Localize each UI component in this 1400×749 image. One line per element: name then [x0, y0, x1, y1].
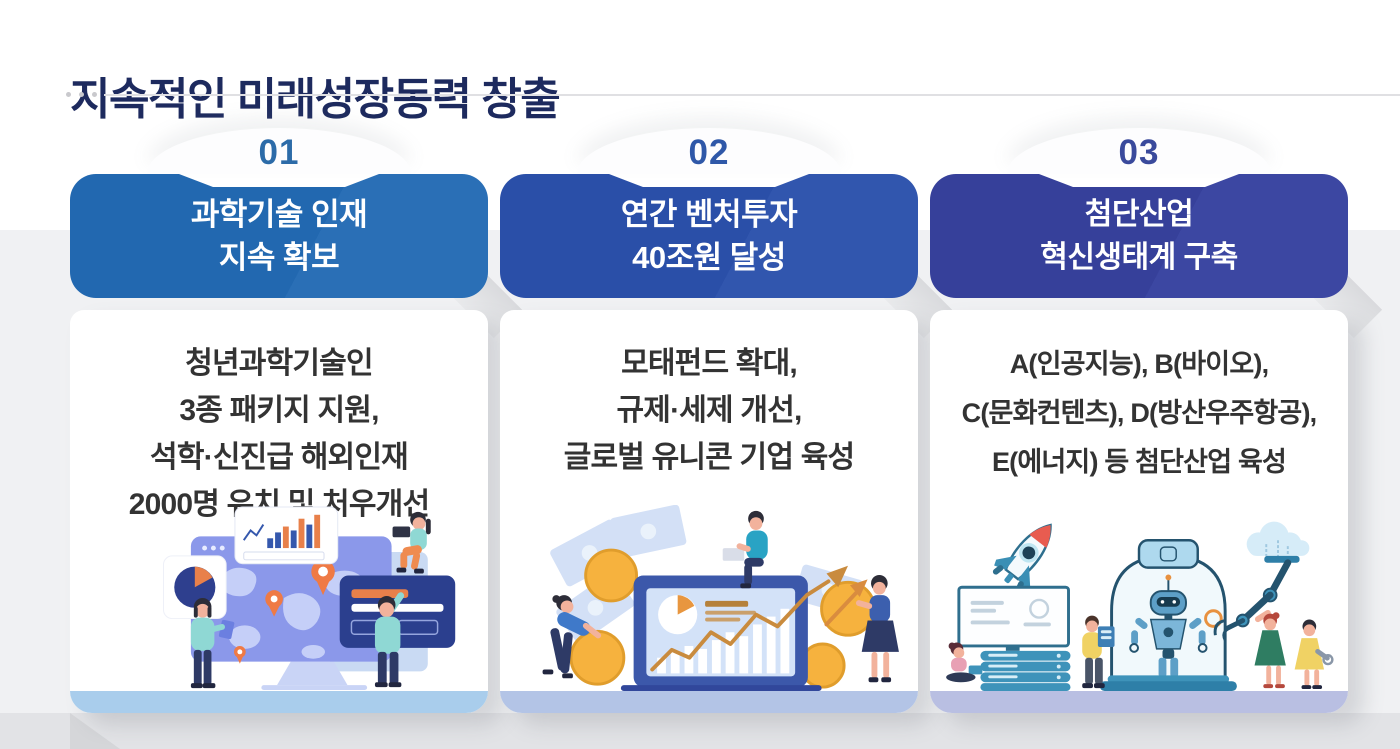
robot-in-dome-icon — [1099, 539, 1237, 691]
card3-header-line2: 혁신생태계 구축 — [1040, 241, 1238, 274]
world-map-dashboard-illustration — [162, 506, 456, 691]
card-hightech-ecosystem: 03 첨단산업 혁신생태계 구축 A(인공지능), B(바이오), C(문화컨텐… — [930, 128, 1383, 713]
background-bottom-band — [0, 713, 1400, 749]
location-pin-icons — [233, 559, 335, 664]
card-science-talent: 01 과학기술 인재 지속 확보 청년과학기술인 3종 패키지 지원, 석학·신… — [70, 128, 523, 713]
person-sitting-with-laptop — [392, 511, 431, 574]
card2-illustration — [500, 505, 918, 691]
investment-growth-illustration — [542, 505, 899, 691]
card1-body-line2: 3종 패키지 지원, — [179, 394, 379, 427]
card2-body-text: 모태펀드 확대, 규제·세제 개선, 글로벌 유니콘 기업 육성 — [500, 310, 918, 481]
card3-number-arch: 03 — [1007, 128, 1271, 174]
card3-header: 첨단산업 혁신생태계 구축 — [930, 174, 1348, 298]
card1-body-line3: 석학·신진급 해외인재 — [150, 441, 409, 474]
card2-footer-band — [500, 691, 918, 713]
card2-body: 모태펀드 확대, 규제·세제 개선, 글로벌 유니콘 기업 육성 — [500, 310, 918, 713]
card3-body-text: A(인공지능), B(바이오), C(문화컨텐츠), D(방산우주항공), E(… — [930, 310, 1348, 487]
person-pointing-at-map — [374, 592, 405, 688]
robot-lab-illustration — [946, 521, 1334, 691]
card3-header-line1: 첨단산업 — [1084, 198, 1194, 231]
card2-number: 02 — [688, 133, 730, 172]
person-carrying-box — [1082, 615, 1115, 689]
person-with-wrench — [1294, 619, 1334, 690]
card3-body-line2: C(문화컨텐츠), D(방산우주항공), — [961, 398, 1318, 428]
person-sitting-laptop-small — [946, 642, 983, 683]
form-card-icon — [339, 575, 456, 648]
card1-illustration — [70, 505, 488, 691]
card1-header-line2: 지속 확보 — [218, 240, 340, 275]
card1-footer-band — [70, 691, 488, 713]
card2-header: 연간 벤처투자 40조원 달성 — [500, 174, 918, 298]
cloud-robotic-arm-icon — [1213, 521, 1310, 641]
bar-chart-card-icon — [234, 506, 339, 565]
card2-header-line1: 연간 벤처투자 — [620, 197, 798, 232]
person-sitting-on-laptop — [722, 510, 768, 589]
card1-number: 01 — [258, 133, 300, 172]
card1-header: 과학기술 인재 지속 확보 — [70, 174, 488, 298]
card2-body-line3: 글로벌 유니콘 기업 육성 — [563, 441, 855, 474]
card1-body-text: 청년과학기술인 3종 패키지 지원, 석학·신진급 해외인재 2000명 유치 … — [70, 310, 488, 528]
person-with-tablet — [190, 598, 235, 689]
card3-body-line3: E(에너지) 등 첨단산업 육성 — [991, 447, 1287, 477]
gold-coin-icons — [569, 548, 876, 689]
card1-body: 청년과학기술인 3종 패키지 지원, 석학·신진급 해외인재 2000명 유치 … — [70, 310, 488, 713]
growth-chart-laptop-icon — [620, 575, 822, 691]
person-pushing-coin — [542, 595, 602, 679]
trend-arrow-icon — [650, 565, 849, 672]
card3-body: A(인공지능), B(바이오), C(문화컨텐츠), D(방산우주항공), E(… — [930, 310, 1348, 713]
card2-body-line2: 규제·세제 개선, — [616, 394, 802, 427]
card1-header-line1: 과학기술 인재 — [190, 197, 368, 232]
title-decoration-dots — [66, 92, 97, 97]
person-pointing-green — [1254, 609, 1286, 689]
monitor-server-icon — [957, 585, 1071, 691]
rocket-icon — [992, 523, 1052, 593]
person-holding-coin — [824, 574, 899, 683]
card3-body-line1: A(인공지능), B(바이오), — [1009, 349, 1269, 379]
card-venture-investment: 02 연간 벤처투자 40조원 달성 모태펀드 확대, 규제·세제 개선, 글로… — [500, 128, 953, 713]
card1-body-line1: 청년과학기술인 — [185, 347, 373, 380]
card2-header-line2: 40조원 달성 — [632, 240, 786, 275]
card2-number-arch: 02 — [577, 128, 841, 174]
card1-number-arch: 01 — [147, 128, 411, 174]
card3-footer-band — [930, 691, 1348, 713]
card3-illustration — [930, 505, 1348, 691]
title-divider-line — [104, 94, 1400, 96]
page-title: 지속적인 미래성장동력 창출 — [70, 75, 561, 125]
card2-body-line1: 모태펀드 확대, — [621, 347, 798, 380]
card3-number: 03 — [1118, 133, 1160, 172]
